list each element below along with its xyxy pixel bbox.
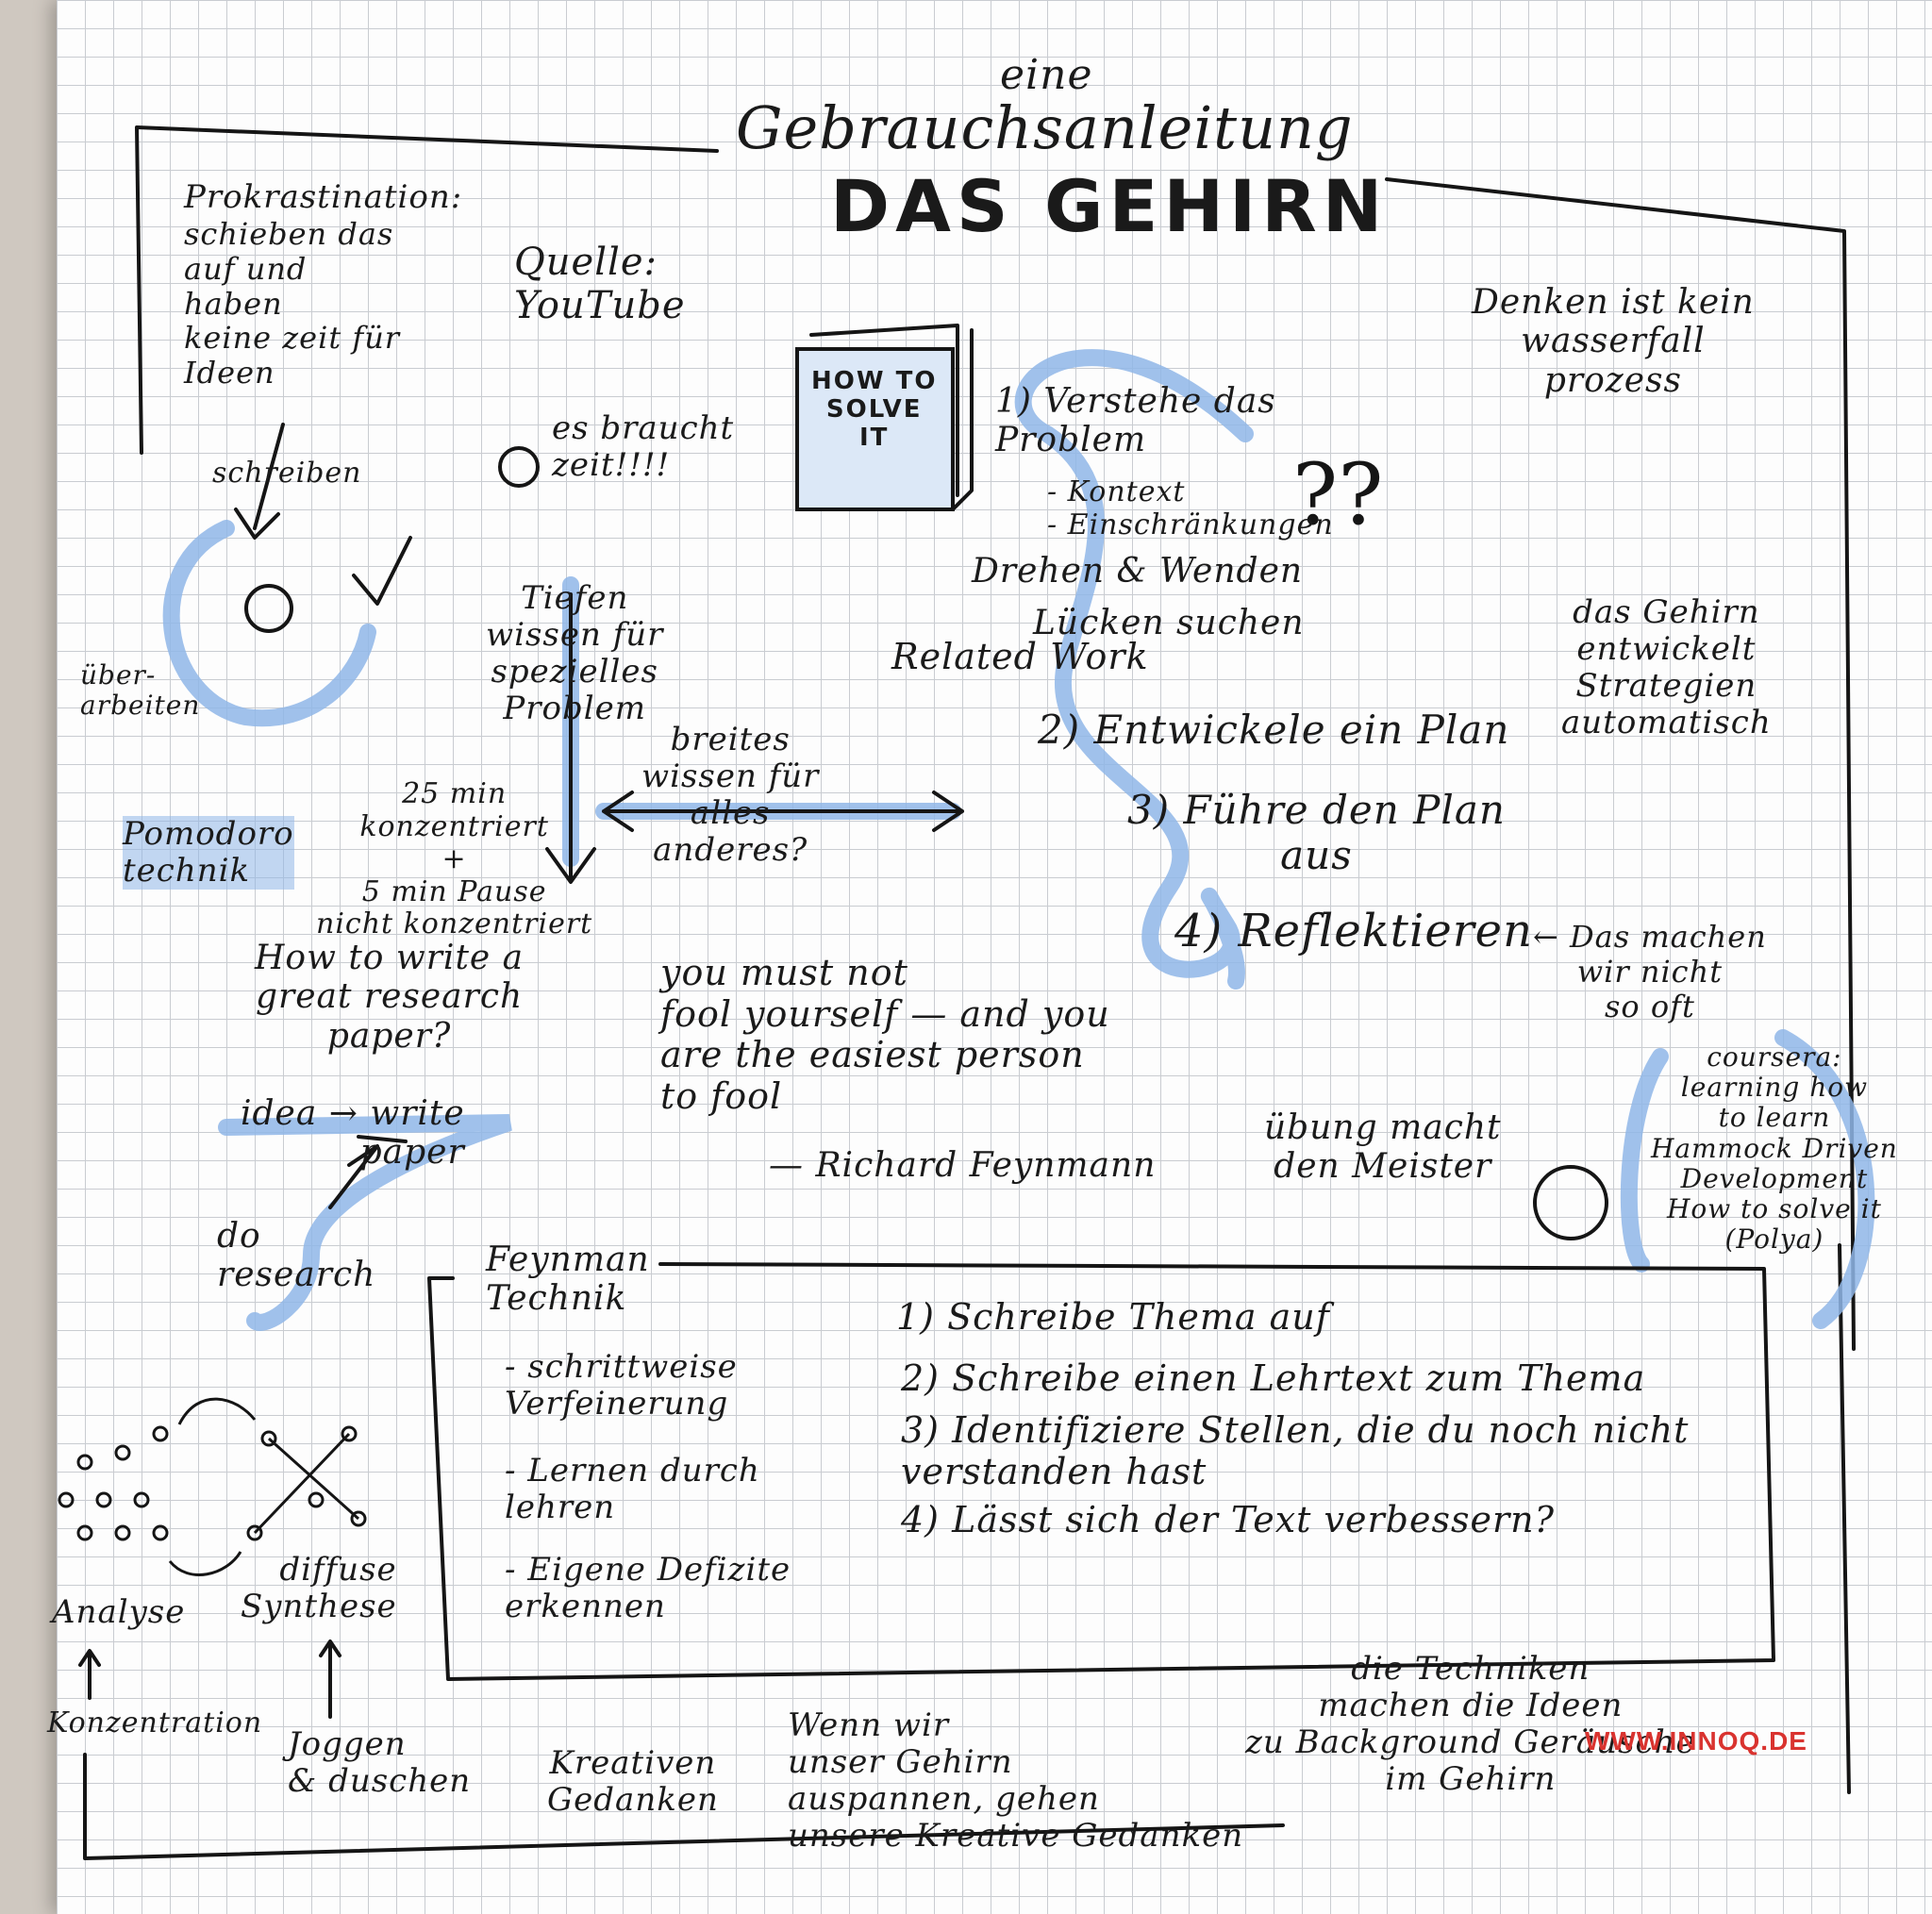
- step-1-kontext: - Kontext: [1047, 475, 1186, 508]
- feynman-step-2: 2) Schreibe einen Lehrtext zum Thema: [901, 1357, 1646, 1399]
- feynman-step-1: 1) Schreibe Thema auf: [896, 1296, 1330, 1338]
- feynman-step-3: 3) Identifiziere Stellen, die du noch ni…: [901, 1409, 1690, 1492]
- up-arrows: [78, 1639, 341, 1719]
- step-3: 3) Führe den Plan aus: [1127, 787, 1506, 879]
- feynman-title: Feynman Technik: [486, 1240, 650, 1319]
- timer-icon-3: [1533, 1165, 1608, 1240]
- resources-list: coursera: learning how to learn Hammock …: [1651, 1041, 1898, 1256]
- feynman-step-4: 4) Lässt sich der Text verbessern?: [901, 1499, 1555, 1540]
- title-eine: eine: [1000, 51, 1093, 99]
- konzentration-label: Konzentration: [47, 1706, 263, 1739]
- research-arrow: [328, 1135, 408, 1209]
- frame-bottom-lines: [83, 1243, 1851, 1860]
- research-path-line: [218, 1114, 512, 1331]
- frame-top-lines: [135, 125, 1856, 1351]
- es-braucht-zeit: es braucht zeit!!!!: [552, 409, 735, 485]
- pomodoro-text: 25 min konzentriert + 5 min Pause nicht …: [316, 777, 593, 940]
- feynman-box: [427, 1262, 1775, 1681]
- checkmark-icon: [352, 536, 412, 606]
- step-1-luecken: Lücken suchen: [1033, 604, 1305, 642]
- step-1-related: Related Work: [891, 636, 1149, 677]
- prokrastination-heading: Prokrastination:: [184, 178, 463, 216]
- page-title: DAS GEHIRN: [830, 164, 1389, 248]
- feynman-bullet-2: - Lernen durch lehren: [505, 1452, 760, 1527]
- step-4: 4) Reflektieren: [1174, 905, 1533, 957]
- joggen-label: Joggen & duschen: [288, 1725, 472, 1801]
- writing-cycle-line: [162, 520, 376, 727]
- step-1-einschraenkungen: - Einschränkungen: [1047, 508, 1334, 541]
- wenn-wir-note: Wenn wir unser Gehirn auspannen, gehen u…: [788, 1706, 1244, 1856]
- timer-icon-1: [498, 446, 540, 488]
- feynman-quote-author: — Richard Feynmann: [769, 1146, 1157, 1185]
- analyse-label: Analyse: [52, 1593, 186, 1631]
- kreativen-label: Kreativen Gedanken: [547, 1744, 719, 1820]
- innoq-watermark: WWW.INNOQ.DE: [1585, 1726, 1807, 1756]
- techniken-note: die Techniken machen die Ideen zu Backgr…: [1245, 1650, 1696, 1799]
- gehirn-strategien-note: das Gehirn entwickelt Strategien automat…: [1561, 593, 1772, 742]
- step-1-drehen: Drehen & Wenden: [972, 552, 1304, 591]
- denken-note: Denken ist kein wasserfall prozess: [1472, 283, 1755, 400]
- question-marks-icon: ??: [1292, 445, 1384, 544]
- schreiben-label: schreiben: [212, 457, 362, 490]
- diffuse-synthese-label: diffuse Synthese: [241, 1551, 397, 1626]
- network-diagram: [58, 1397, 367, 1576]
- ueberarbeiten-label: über- arbeiten: [80, 659, 201, 722]
- pomodoro-label: Pomodoro technik: [123, 815, 294, 890]
- thinking-path-line: [1014, 349, 1254, 990]
- tiefen-wissen: Tiefen wissen für spezielles Problem: [486, 579, 664, 728]
- timer-icon-2: [244, 584, 293, 633]
- feynman-bullet-1: - schrittweise Verfeinerung: [505, 1348, 738, 1423]
- book-title: HOW TO SOLVE IT: [811, 367, 938, 452]
- resources-bracket-line: [1620, 1029, 1875, 1329]
- quelle-text: Quelle: YouTube: [514, 241, 686, 327]
- schreiben-arrow: [234, 423, 285, 540]
- broad-knowledge-arrow: [602, 791, 964, 832]
- das-machen-note: ← Das machen wir nicht so oft: [1533, 919, 1767, 1024]
- research-question: How to write a great research paper?: [255, 939, 525, 1056]
- prokrastination-text: schieben das auf und haben keine zeit fü…: [184, 216, 401, 391]
- book-cover: [795, 347, 955, 511]
- step-2: 2) Entwickele ein Plan: [1038, 707, 1510, 753]
- sketchnote-paper: [57, 0, 1932, 1914]
- research-do: do research: [217, 1217, 376, 1295]
- feynman-bullet-3: - Eigene Defizite erkennen: [505, 1551, 791, 1626]
- feynman-quote: you must not fool yourself — and you are…: [660, 952, 1110, 1118]
- book-pages: [809, 324, 974, 511]
- step-1: 1) Verstehe das Problem: [995, 382, 1276, 460]
- uebung-note: übung macht den Meister: [1264, 1108, 1502, 1187]
- breites-wissen: breites wissen für alles anderes?: [641, 721, 820, 870]
- deep-knowledge-arrow: [545, 592, 596, 884]
- research-flow: idea → write paper: [241, 1094, 465, 1173]
- title-gebrauchsanleitung: Gebrauchsanleitung: [736, 93, 1354, 162]
